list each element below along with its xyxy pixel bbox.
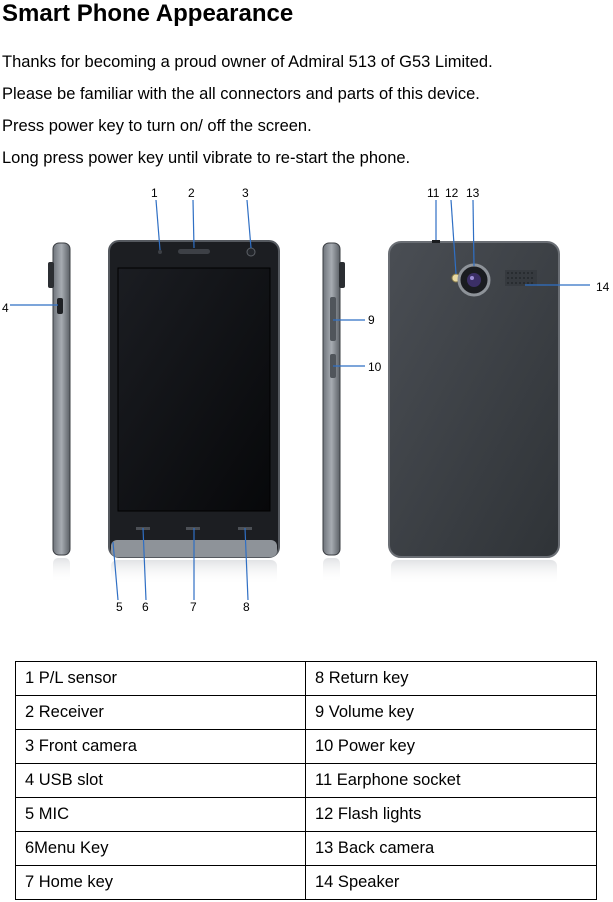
table-cell: 6Menu Key <box>15 831 306 866</box>
table-cell: 7 Home key <box>15 865 306 900</box>
pl-sensor <box>158 250 162 254</box>
intro-line: Please be familiar with the all connecto… <box>2 85 480 103</box>
table-cell: 12 Flash lights <box>305 797 597 832</box>
table-row: 6Menu Key 13 Back camera <box>15 831 597 866</box>
phone-right-side <box>322 242 345 583</box>
table-row: 5 MIC 12 Flash lights <box>15 797 597 832</box>
speaker-grille <box>505 270 537 286</box>
callout-5: 5 <box>116 600 123 614</box>
front-camera <box>246 247 256 257</box>
table-cell: 14 Speaker <box>305 865 597 900</box>
receiver <box>178 249 210 254</box>
table-cell: 11 Earphone socket <box>305 763 597 798</box>
phone-back <box>388 240 560 585</box>
intro-line: Long press power key until vibrate to re… <box>2 149 411 167</box>
intro-line: Press power key to turn on/ off the scre… <box>2 117 312 135</box>
home-key <box>186 527 200 530</box>
callout-14: 14 <box>596 280 610 294</box>
callout-9: 9 <box>368 313 375 327</box>
table-cell: 9 Volume key <box>305 695 597 730</box>
earphone-socket <box>432 240 440 243</box>
phone-diagram: 1 2 3 4 5 6 7 8 9 10 11 12 13 14 <box>2 186 610 614</box>
table-row: 7 Home key 14 Speaker <box>15 865 597 900</box>
callout-4: 4 <box>2 301 9 315</box>
callout-8: 8 <box>243 600 250 614</box>
callout-11: 11 <box>427 186 440 200</box>
callout-6: 6 <box>142 600 149 614</box>
phone-left-side <box>48 242 71 583</box>
table-row: 3 Front camera 10 Power key <box>15 729 597 764</box>
table-cell: 4 USB slot <box>15 763 306 798</box>
table-cell: 13 Back camera <box>305 831 597 866</box>
intro-text: Thanks for becoming a proud owner of Adm… <box>2 46 612 174</box>
page-title: Smart Phone Appearance <box>2 0 294 27</box>
callout-1: 1 <box>151 186 158 200</box>
volume-key <box>330 297 336 341</box>
intro-line: Thanks for becoming a proud owner of Adm… <box>2 53 493 71</box>
table-row: 4 USB slot 11 Earphone socket <box>15 763 597 798</box>
table-cell: 10 Power key <box>305 729 597 764</box>
callout-13: 13 <box>466 186 480 200</box>
table-cell: 1 P/L sensor <box>15 661 306 696</box>
table-cell: 8 Return key <box>305 661 597 696</box>
parts-table: 1 P/L sensor 8 Return key 2 Receiver 9 V… <box>15 661 597 900</box>
table-cell: 3 Front camera <box>15 729 306 764</box>
callout-12: 12 <box>445 186 459 200</box>
phone-front <box>108 240 280 585</box>
usb-slot <box>57 298 63 314</box>
table-row: 1 P/L sensor 8 Return key <box>15 661 597 696</box>
callout-2: 2 <box>188 186 195 200</box>
table-row: 2 Receiver 9 Volume key <box>15 695 597 730</box>
table-cell: 2 Receiver <box>15 695 306 730</box>
callout-10: 10 <box>368 360 382 374</box>
table-cell: 5 MIC <box>15 797 306 832</box>
callout-3: 3 <box>242 186 249 200</box>
callout-lines <box>10 199 590 601</box>
callout-7: 7 <box>190 600 197 614</box>
